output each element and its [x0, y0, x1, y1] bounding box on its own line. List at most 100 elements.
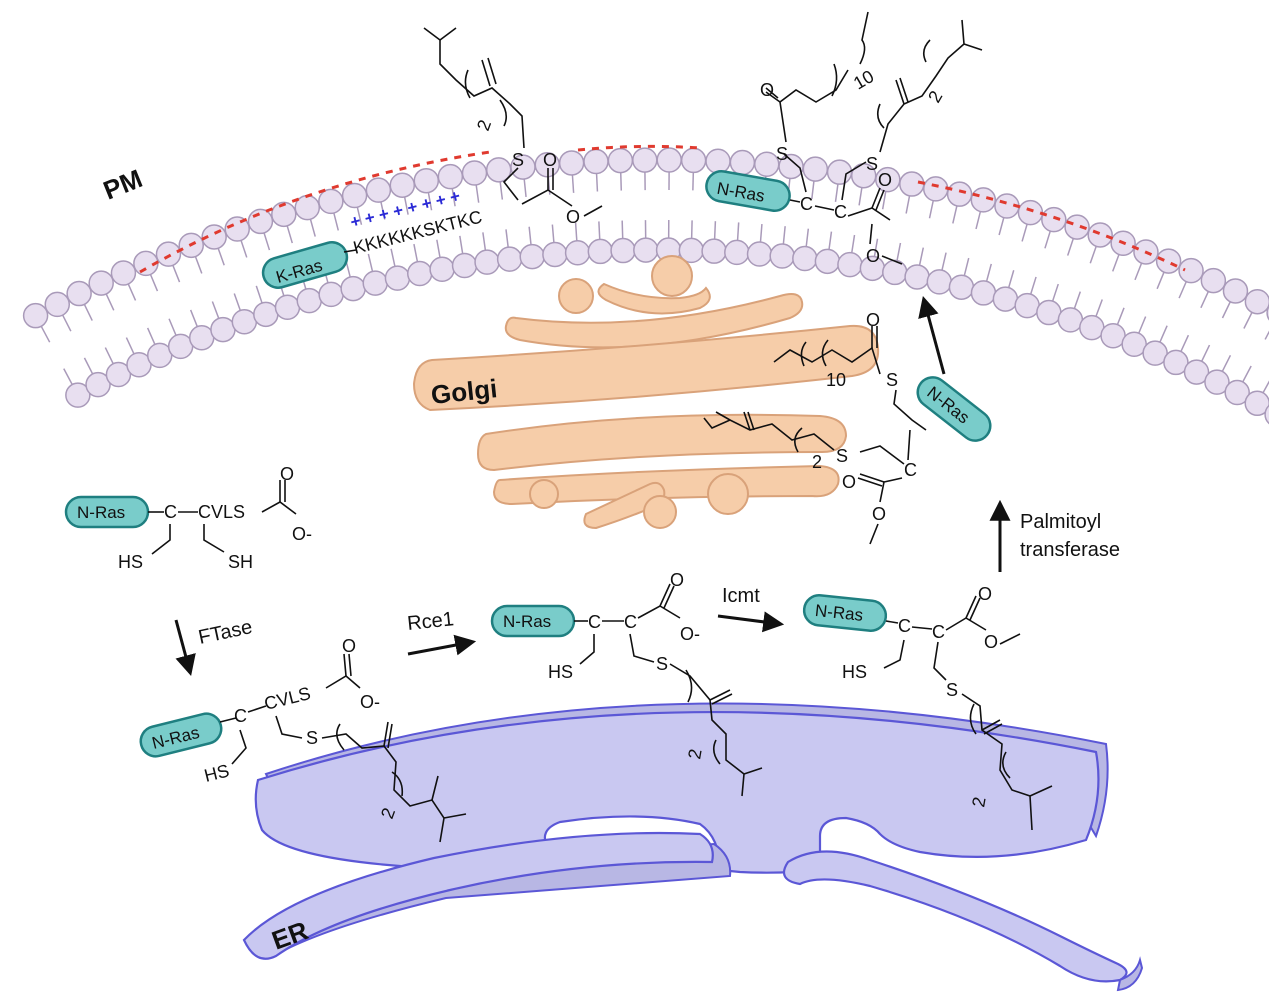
lipid-head	[583, 148, 609, 175]
palmitoyl-transferase-label-line2: transferase	[1020, 539, 1120, 561]
lipid-head	[875, 166, 901, 193]
lipid-head	[1142, 340, 1168, 366]
n-ras-rce1-label: N-Ras	[503, 612, 551, 631]
n-ras-rce1-o2: O-	[680, 624, 700, 644]
icmt-arrow	[717, 611, 785, 633]
lipid-head	[1204, 369, 1230, 395]
lipid-head	[1224, 379, 1250, 406]
lipid-head	[564, 239, 591, 266]
n-ras-rce1-repeat: 2	[684, 747, 705, 760]
lipid-head	[496, 246, 523, 272]
n-ras-at-pm: N-Ras C C S O 10 S 2 O O	[705, 11, 983, 266]
golgi-vesicle	[558, 278, 594, 314]
lipid-head	[155, 241, 182, 267]
lipid-head	[296, 287, 323, 314]
lipid-head	[365, 177, 392, 203]
lipid-head	[66, 280, 92, 307]
lipid-head	[519, 243, 545, 270]
lipid-head	[318, 281, 344, 308]
n-ras-icmt-repeat: 2	[968, 795, 989, 808]
lipid-head	[1222, 278, 1249, 304]
ftase-arrow	[174, 619, 196, 677]
lipid-head	[247, 208, 274, 235]
golgi-vesicle	[651, 255, 693, 297]
n-ras-golgi-c1: C	[904, 460, 917, 480]
lipid-head	[126, 352, 152, 378]
lipid-head	[802, 156, 829, 182]
n-ras-icmt-c1: C	[898, 616, 911, 636]
lipid-head	[1155, 248, 1182, 274]
n-ras-icmt-label: N-Ras	[814, 601, 864, 625]
lipid-head	[1163, 349, 1189, 376]
lipid-head	[474, 249, 500, 275]
lipid-head	[946, 181, 973, 207]
n-ras-rce1-o1: O	[670, 570, 684, 590]
palmitoyl-transferase-label-line1: Palmitoyl	[1020, 511, 1101, 533]
lipid-head	[1244, 288, 1269, 315]
n-ras-golgi-farn-s: S	[836, 446, 848, 466]
golgi-cisterna-5	[492, 464, 840, 506]
lipid-head	[814, 248, 841, 275]
golgi-label: Golgi	[429, 373, 498, 410]
lipid-head	[729, 149, 756, 176]
n-ras-free-o1: O	[280, 464, 294, 484]
er-right-lobe-shadow	[1116, 956, 1144, 992]
golgi-to-pm-arrow	[918, 295, 946, 375]
lipid-head	[1244, 390, 1269, 417]
lipid-head	[451, 252, 478, 279]
n-ras-after-icmt: N-Ras C C O O HS S 2	[802, 584, 1053, 831]
lipid-tail	[1264, 330, 1269, 340]
lipid-head	[558, 150, 585, 176]
lipid-head	[1264, 404, 1269, 425]
lipid-head	[105, 361, 132, 388]
n-ras-pm-farn-s: S	[866, 154, 878, 174]
n-ras-free-o2: O-	[292, 524, 312, 544]
n-ras-free-hs: HS	[118, 552, 143, 572]
lipid-head	[406, 260, 433, 287]
membrane-negative-charge-left	[139, 150, 491, 274]
lipid-head	[253, 301, 279, 328]
n-ras-farn-s: S	[306, 728, 318, 748]
n-ras-icmt-pill	[802, 594, 888, 632]
endoplasmic-reticulum: ER	[242, 702, 1144, 992]
n-ras-farn-o2: O-	[360, 692, 380, 712]
golgi-vesicle	[707, 473, 749, 515]
pm-label: PM	[99, 163, 146, 205]
lipid-head	[992, 286, 1019, 312]
er-right-lobe	[782, 850, 1128, 983]
plasma-membrane	[22, 147, 1269, 425]
lipid-head	[110, 260, 137, 286]
lipid-head	[413, 167, 440, 194]
lipid-head	[542, 241, 568, 268]
n-ras-rce1-c2: C	[624, 612, 637, 632]
lipid-head	[1064, 214, 1090, 240]
lipid-head	[22, 302, 49, 329]
lipid-head	[231, 308, 258, 335]
n-ras-golgi-farn-repeat: 2	[812, 452, 822, 472]
lipid-head	[44, 291, 71, 318]
golgi-cisterna-3	[412, 324, 880, 412]
lipid-head	[656, 147, 682, 173]
lipid-head	[384, 265, 411, 291]
lipid-head	[188, 325, 215, 351]
k-ras-pill	[261, 241, 349, 289]
lipid-head	[680, 147, 707, 174]
n-ras-pm-c2: C	[834, 202, 847, 222]
n-ras-after-rce1: N-Ras C C O O- HS S 2	[490, 570, 763, 797]
lipid-head	[341, 182, 368, 209]
lipid-head	[926, 269, 953, 295]
lipid-head	[970, 280, 997, 306]
lipid-head	[632, 147, 658, 173]
lipid-head	[899, 171, 925, 197]
lipid-head	[746, 241, 773, 267]
golgi-cisterna-1	[597, 282, 711, 315]
lipid-head	[340, 275, 366, 302]
lipid-head	[1041, 206, 1067, 233]
lipid-head	[1057, 307, 1084, 333]
lipid-head	[610, 237, 636, 264]
n-ras-rce1-s: S	[656, 654, 668, 674]
lipid-head	[904, 264, 930, 290]
n-ras-farn-o1: O	[342, 636, 356, 656]
golgi-vesicle	[643, 495, 677, 529]
n-ras-pm-pill	[705, 170, 791, 212]
